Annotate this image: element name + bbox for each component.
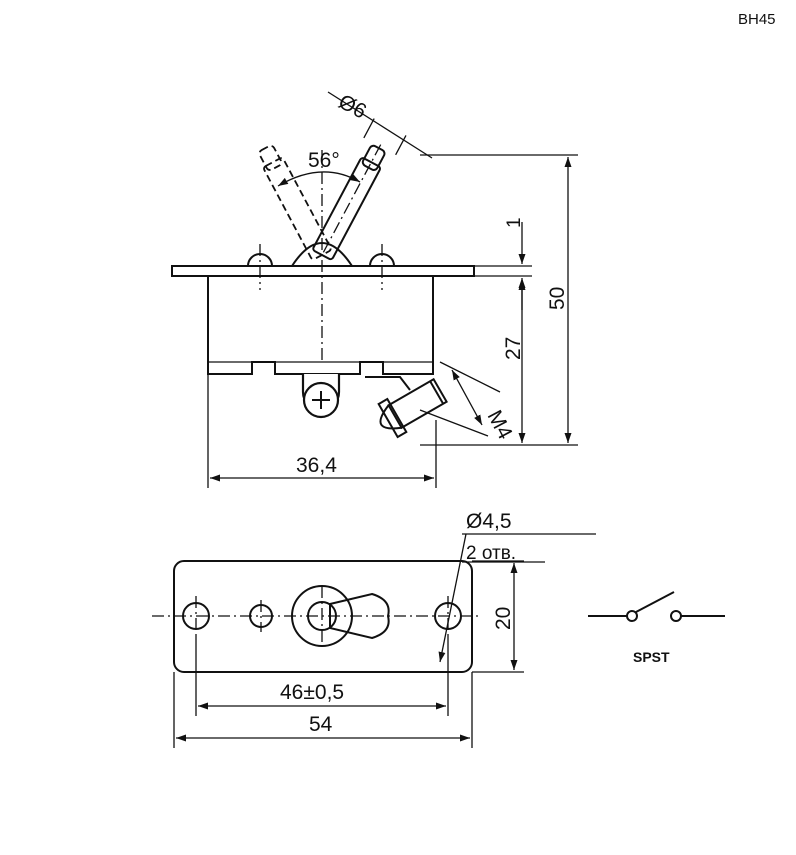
toggle-lever-alt-position [258,144,332,261]
body-width-label: 36,4 [296,454,337,477]
hole-diameter-label: Ø4,5 [466,510,512,533]
model-label: BH45 [738,11,776,28]
spst-label: SPST [633,649,670,665]
screw-head-left [246,253,274,267]
angle-arc [277,171,361,187]
body-height-label: 27 [502,337,525,360]
side-view: 56° Ø6 M4 36,4 1 [171,90,578,488]
spst-schematic: SPST [588,591,725,665]
switch-contact [635,591,675,613]
toggle-diameter-label: Ø6 [335,90,371,123]
toggle-diameter-leader [327,91,433,159]
mounting-plate [171,265,475,277]
hole-count-label: 2 отв. [466,543,516,564]
switch-body [207,276,434,375]
plate-height-label: 20 [492,607,515,630]
toggle-lever [312,118,407,261]
plate-thickness-label: 1 [504,217,525,228]
hole-spacing-label: 46±0,5 [280,681,344,704]
lever-top-view [329,592,390,640]
top-view: Ø4,5 2 отв. 20 46±0,5 54 [152,510,596,748]
screw-head-right [368,253,396,267]
total-height-label: 50 [546,287,569,310]
plate-width-label: 54 [309,713,333,736]
angle-label: 56° [308,149,340,172]
terminal-thread-label: M4 [483,407,517,444]
terminal-angled [377,377,448,439]
